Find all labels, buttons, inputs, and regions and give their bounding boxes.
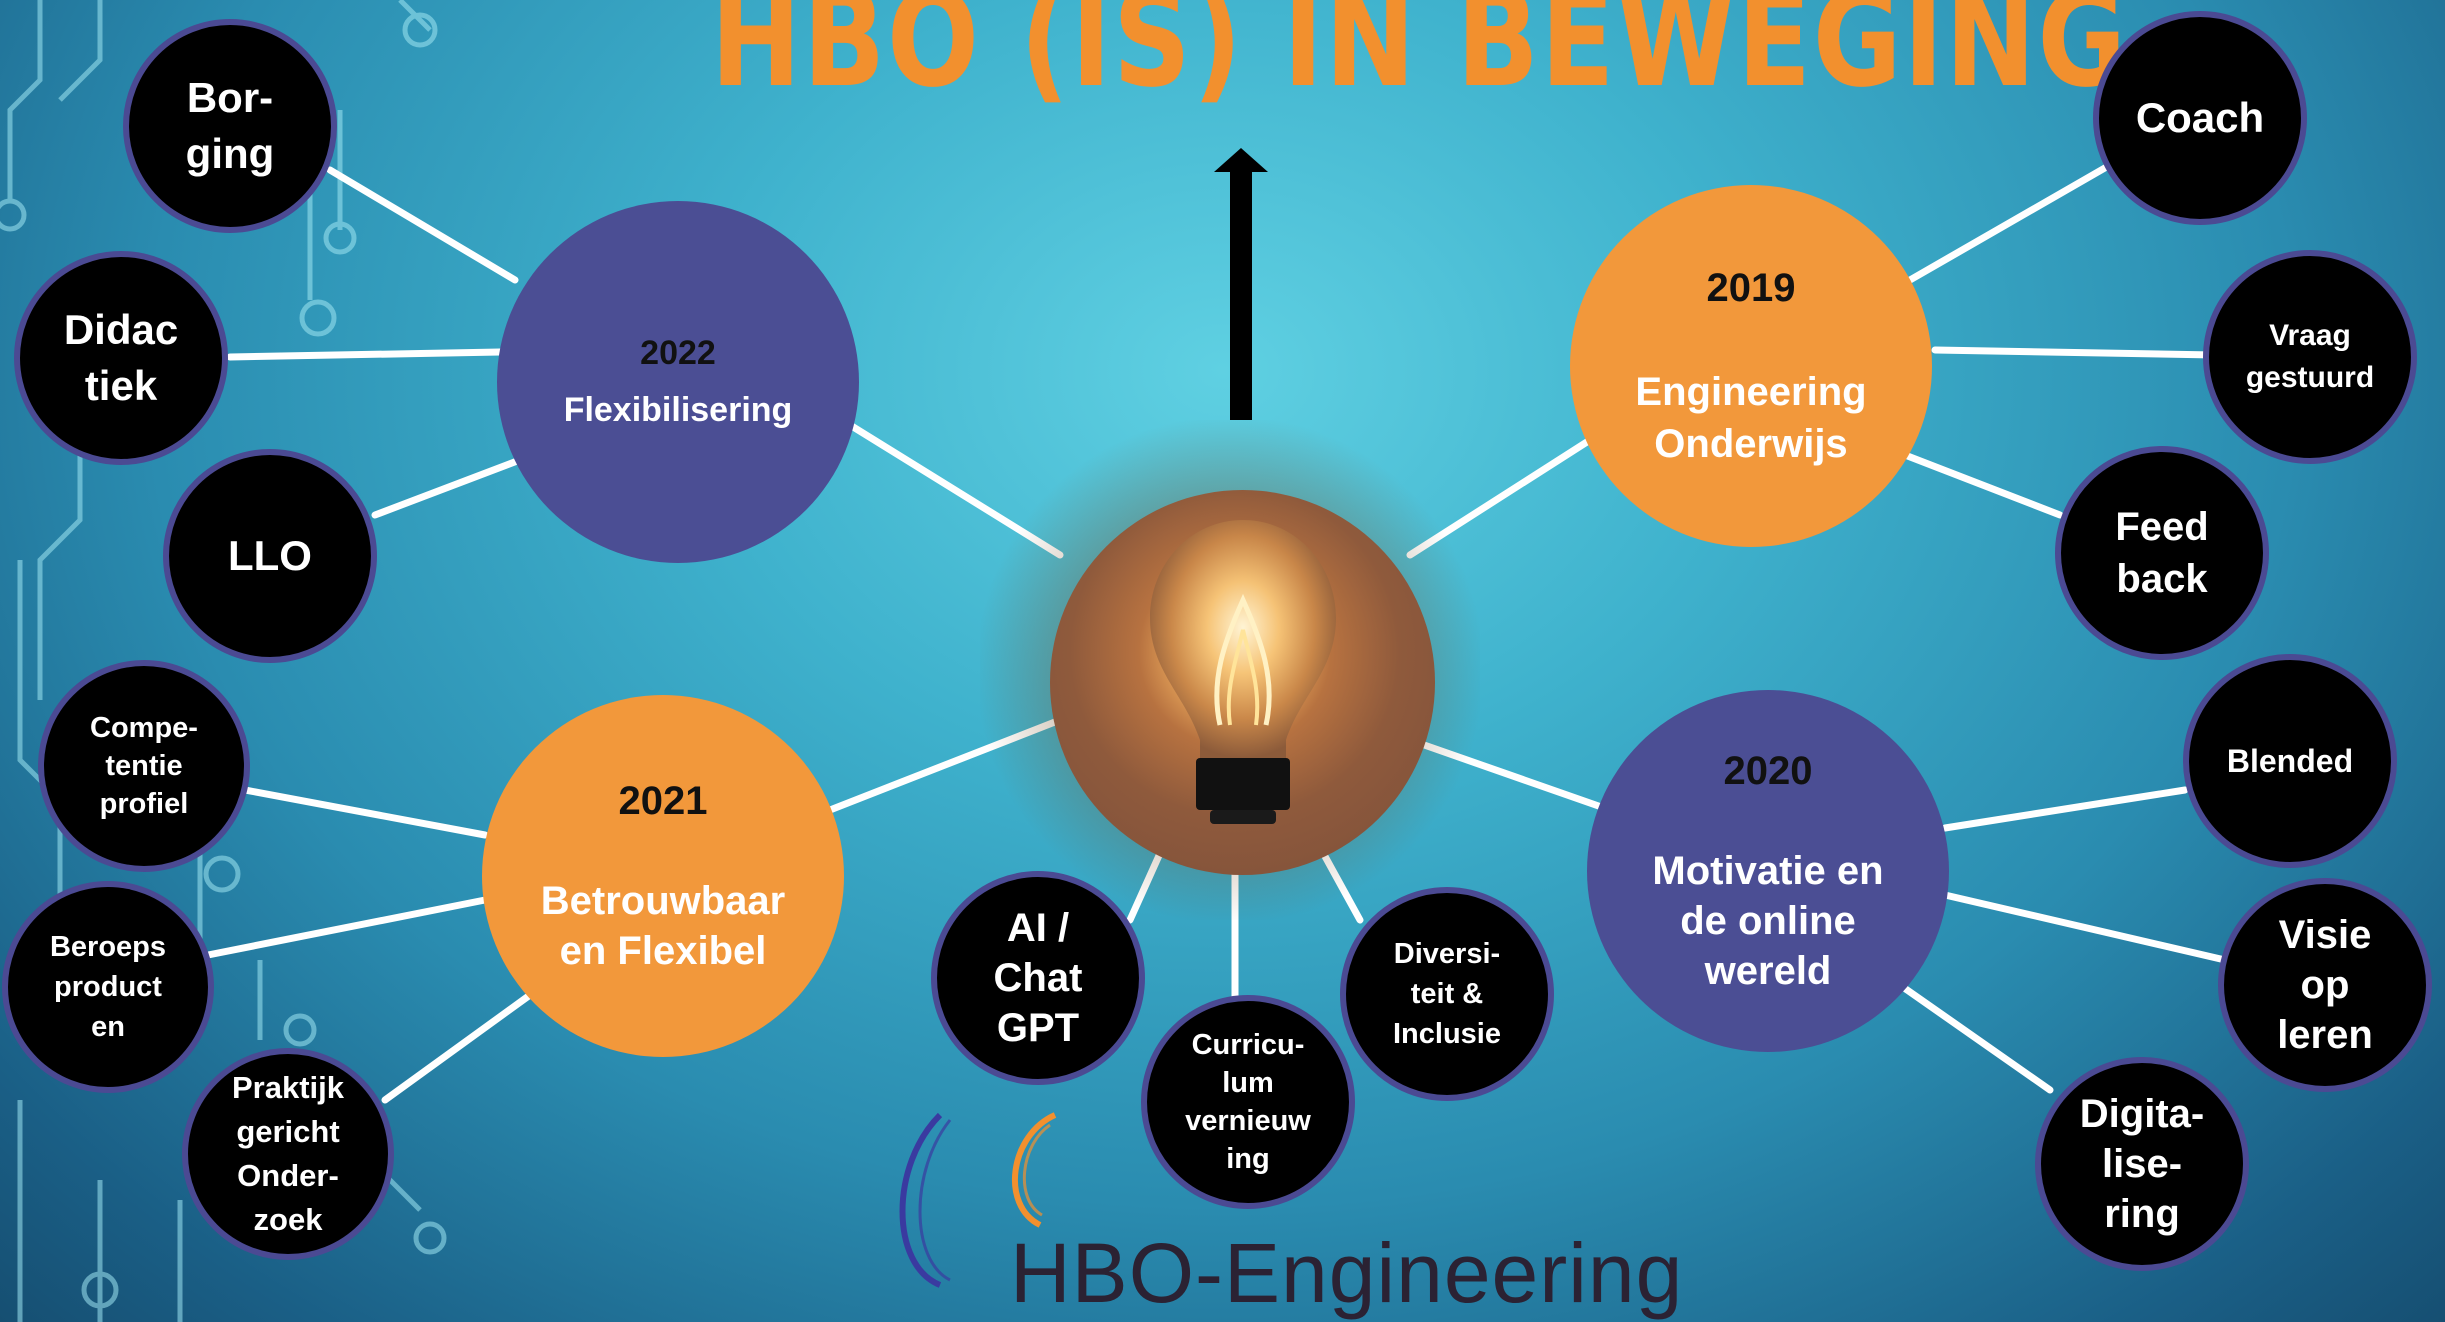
- leaf-didactiek: Didac tiek: [14, 251, 228, 465]
- leaf-digitalisering: Digita- lise- ring: [2035, 1057, 2249, 1271]
- hub-2019: 2019 Engineering Onderwijs: [1570, 185, 1932, 547]
- hub-year: 2022: [640, 334, 716, 372]
- leaf-ai-chatgpt: AI / Chat GPT: [931, 871, 1145, 1085]
- leaf-label: Diversi- teit & Inclusie: [1393, 938, 1501, 1050]
- hub-year: 2019: [1706, 266, 1796, 310]
- leaf-competentie: Compe- tentie profiel: [38, 660, 250, 872]
- leaf-label: AI / Chat GPT: [993, 906, 1083, 1050]
- leaf-curriculumvernieuwing: Curricu- lum vernieuw ing: [1141, 995, 1355, 1209]
- leaf-beroepsproducten: Beroeps product en: [2, 881, 214, 1093]
- center-circle: [1050, 490, 1435, 875]
- leaf-praktijkgericht-onderzoek: Praktijk gericht Onder- zoek: [182, 1048, 394, 1260]
- hub-label: Flexibilisering: [563, 391, 793, 429]
- leaf-vraaggestuurd: Vraag gestuurd: [2203, 250, 2417, 464]
- leaf-diversiteit-inclusie: Diversi- teit & Inclusie: [1340, 887, 1554, 1101]
- leaf-label: Visie op leren: [2277, 913, 2373, 1057]
- leaf-label: Digita- lise- ring: [2079, 1092, 2205, 1236]
- leaf-label: Blended: [2226, 742, 2354, 779]
- up-arrow-icon: [1214, 148, 1268, 420]
- leaf-label: Vraag gestuurd: [2245, 319, 2375, 394]
- hbo-engineering-logo-mark: [899, 1112, 1057, 1288]
- page-title: HBO (IS) IN BEWEGING: [710, 0, 2128, 117]
- logo-text: HBO-Engineering: [1010, 1226, 1684, 1320]
- hub-2022: 2022 Flexibilisering: [497, 201, 859, 563]
- leaf-label: Bor- ging: [185, 74, 275, 177]
- leaf-coach: Coach: [2093, 11, 2307, 225]
- hub-2021: 2021 Betrouwbaar en Flexibel: [482, 695, 844, 1057]
- leaf-label: Didac tiek: [63, 306, 179, 409]
- leaf-llo: LLO: [163, 449, 377, 663]
- leaf-label: Feed back: [2115, 505, 2209, 601]
- hub-2020: 2020 Motivatie en de online wereld: [1587, 690, 1949, 1052]
- leaf-label: Compe- tentie profiel: [90, 712, 198, 820]
- leaf-label: Coach: [2135, 94, 2265, 141]
- light-bulb-icon: [1150, 520, 1336, 824]
- leaf-label: Curricu- lum vernieuw ing: [1185, 1029, 1311, 1175]
- hub-year: 2020: [1723, 749, 1813, 793]
- hub-label: Betrouwbaar en Flexibel: [540, 879, 786, 973]
- leaf-visie-op-leren: Visie op leren: [2218, 878, 2432, 1092]
- leaf-label: Praktijk gericht Onder- zoek: [231, 1070, 344, 1237]
- leaf-label: Beroeps product en: [49, 931, 167, 1043]
- leaf-blended: Blended: [2183, 654, 2397, 868]
- leaf-borging: Bor- ging: [123, 19, 337, 233]
- leaf-label: LLO: [228, 532, 312, 579]
- leaf-feedback: Feed back: [2055, 446, 2269, 660]
- hub-label: Engineering Onderwijs: [1635, 370, 1867, 466]
- hub-label: Motivatie en de online wereld: [1652, 849, 1884, 993]
- hub-year: 2021: [618, 779, 708, 823]
